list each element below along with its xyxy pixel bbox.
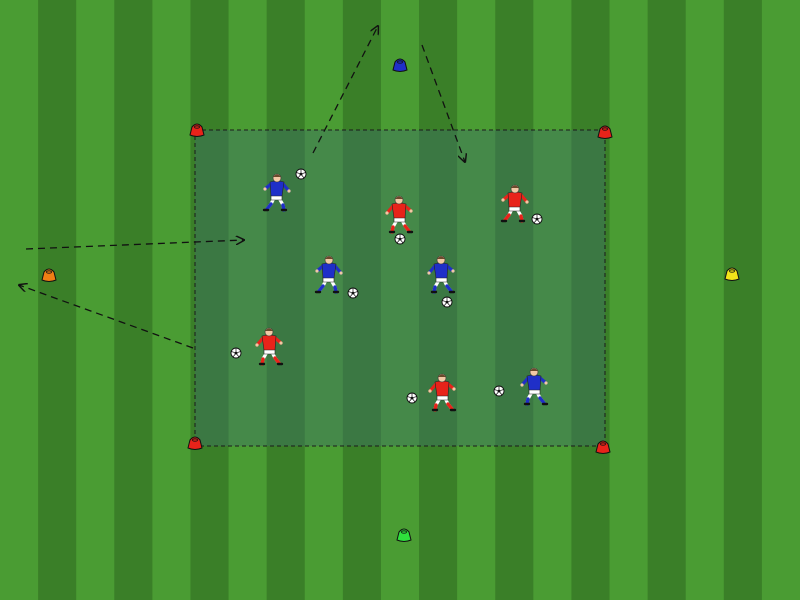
cone-green-bottom bbox=[396, 528, 412, 542]
soccer-ball-icon bbox=[347, 287, 359, 299]
player-red-3 bbox=[255, 327, 284, 366]
player-red-4 bbox=[428, 373, 457, 412]
practice-area bbox=[194, 129, 606, 447]
cone-orange-left bbox=[41, 268, 57, 282]
grass-stripe bbox=[190, 0, 230, 600]
grass-stripe bbox=[457, 0, 496, 600]
cone-yellow-right bbox=[724, 267, 740, 281]
grass-stripe bbox=[761, 0, 800, 600]
players bbox=[255, 173, 549, 412]
balls bbox=[230, 168, 543, 404]
soccer-ball-icon bbox=[394, 233, 406, 245]
grass-stripe bbox=[38, 0, 77, 600]
grass-stripe bbox=[342, 0, 382, 600]
grass-stripe bbox=[571, 0, 611, 600]
grass-stripe bbox=[76, 0, 115, 600]
grass-stripe bbox=[685, 0, 725, 600]
movement-arrow bbox=[19, 285, 194, 349]
player-blue-4 bbox=[520, 367, 549, 406]
cone-red-bottom-right bbox=[595, 440, 611, 454]
player-blue-1 bbox=[262, 173, 291, 212]
soccer-ball-icon bbox=[531, 213, 543, 225]
movement-arrow bbox=[25, 240, 244, 250]
soccer-ball-icon bbox=[230, 347, 242, 359]
grass-stripe bbox=[152, 0, 191, 600]
cone-red-top-right bbox=[597, 125, 613, 139]
cone-red-bottom-left bbox=[187, 436, 203, 450]
grass-stripe bbox=[266, 0, 306, 600]
grass-stripe bbox=[304, 0, 344, 600]
grass-stripe bbox=[723, 0, 763, 600]
soccer-ball-icon bbox=[441, 296, 453, 308]
soccer-ball-icon bbox=[406, 392, 418, 404]
cone-red-top-left bbox=[189, 123, 205, 137]
player-blue-2 bbox=[314, 255, 343, 294]
soccer-ball-icon bbox=[493, 385, 505, 397]
cone-blue-top bbox=[392, 58, 408, 72]
grass-stripe bbox=[533, 0, 572, 600]
grass-stripe bbox=[380, 0, 420, 600]
grass-stripe bbox=[609, 0, 649, 600]
movement-arrows bbox=[19, 26, 465, 349]
grass-stripe bbox=[0, 0, 39, 600]
movement-arrow bbox=[421, 44, 465, 162]
grass-stripe bbox=[114, 0, 153, 600]
soccer-ball-icon bbox=[295, 168, 307, 180]
grass-stripe bbox=[228, 0, 268, 600]
cones bbox=[41, 58, 740, 542]
grass-stripe bbox=[647, 0, 687, 600]
grass-stripe bbox=[495, 0, 534, 600]
player-red-1 bbox=[385, 195, 414, 234]
player-blue-3 bbox=[427, 255, 456, 294]
player-red-2 bbox=[500, 184, 529, 223]
